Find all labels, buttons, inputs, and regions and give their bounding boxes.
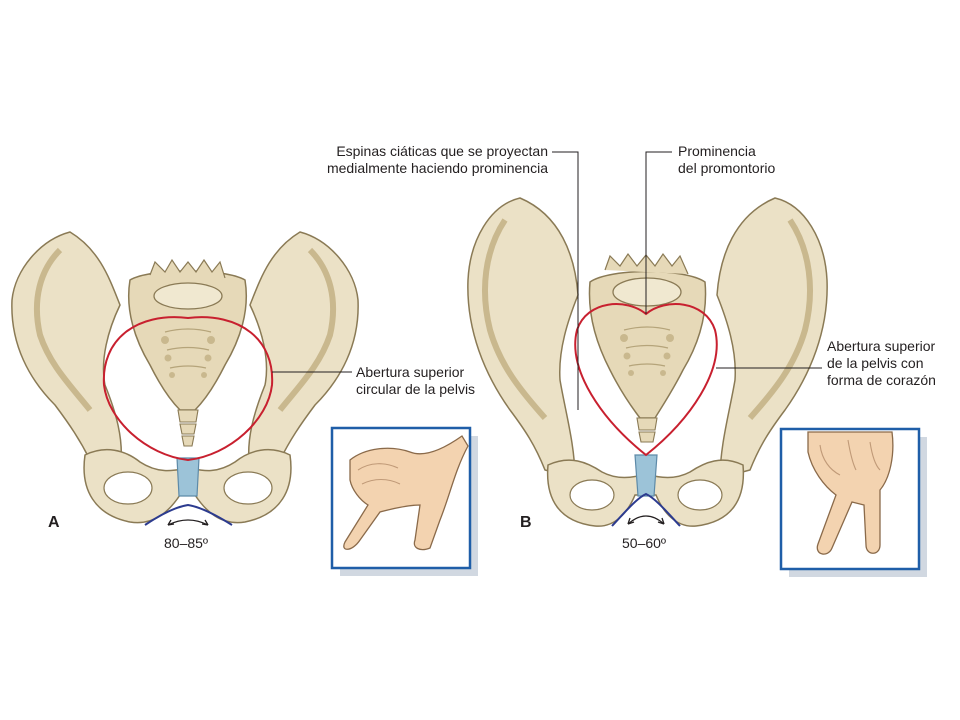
pelvis-a-subpubic-arc [144,503,233,526]
hand-box-a [330,426,474,572]
angle-label-a: 80–85º [164,535,209,551]
pelvis-b-left-ilium [467,197,579,479]
label-ischial-spines: Espinas ciáticas que se proyectan medial… [310,143,548,177]
pelvis-a-left-ilium [11,231,123,471]
pelvis-b-spines-leader [552,151,579,410]
hand-box-b [779,427,923,573]
pelvis-b-sacrum [588,270,707,419]
label-promontory-line: del promontorio [678,160,776,176]
label-heart-inlet-line: de la pelvis con [827,355,924,371]
pelvis-b-inlet-outline [574,303,718,457]
panel-letter-b: B [520,514,532,531]
pelvis-b-symphysis [634,454,658,497]
angle-label-b: 50–60º [622,535,667,551]
pelvis-a-inlet-outline [102,316,274,462]
label-circular-inlet-line: Abertura superior [356,364,465,380]
pelvis-b-subpubic-arc [611,492,681,527]
pelvis-b-promontory-leader [645,151,672,314]
pelvis-a-symphysis [176,457,200,497]
label-heart-inlet: Abertura superior de la pelvis con forma… [827,338,936,389]
hand-a-icon [343,435,469,551]
pelvis-b-angle-arrow [627,515,665,525]
panel-letter-a: A [48,514,60,531]
label-circular-inlet-line: circular de la pelvis [356,381,476,397]
label-promontory: Prominencia del promontorio [678,143,775,177]
label-heart-inlet-line: Abertura superior [827,338,936,354]
label-circular-inlet: Abertura superior circular de la pelvis [356,364,475,398]
pelvis-a-illustration [11,231,359,526]
label-promontory-line: Prominencia [678,143,756,159]
pelvis-a-angle-arrow [167,519,209,526]
pelvis-b-illustration [467,151,828,527]
hand-b-icon [807,431,894,555]
label-heart-inlet-line: forma de corazón [827,372,936,388]
label-ischial-spines-line: Espinas ciáticas que se proyectan [336,143,548,159]
label-ischial-spines-line: medialmente haciendo prominencia [326,160,548,176]
